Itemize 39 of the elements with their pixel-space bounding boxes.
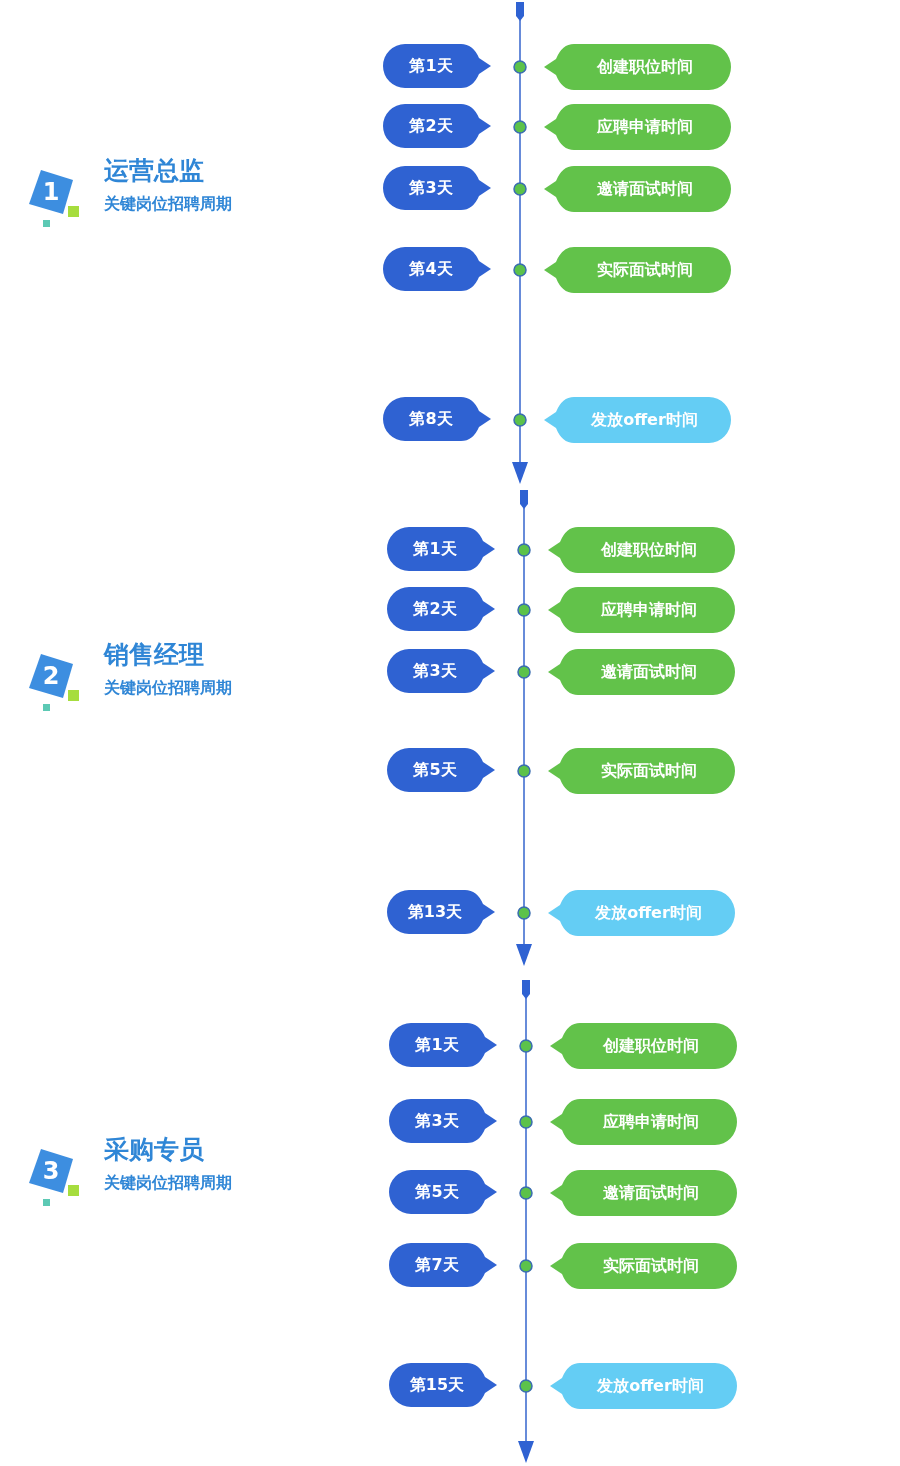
day-callout: 第1天	[383, 44, 491, 88]
day-callout: 第5天	[387, 748, 495, 792]
number-diamond: 1	[29, 170, 73, 214]
day-callout: 第1天	[387, 527, 495, 571]
day-callout: 第3天	[387, 649, 495, 693]
event-callout: 实际面试时间	[544, 247, 731, 293]
day-callout: 第8天	[383, 397, 491, 441]
event-callout: 应聘申请时间	[544, 104, 731, 150]
day-callout: 第7天	[389, 1243, 497, 1287]
section-title: 采购专员	[104, 1134, 204, 1166]
event-callout: 应聘申请时间	[550, 1099, 737, 1145]
event-callout: 实际面试时间	[550, 1243, 737, 1289]
day-callout: 第15天	[389, 1363, 497, 1407]
section-title: 运营总监	[104, 155, 204, 187]
number-diamond: 2	[29, 654, 73, 698]
day-callout: 第13天	[387, 890, 495, 934]
event-callout: 邀请面试时间	[550, 1170, 737, 1216]
section-subtitle: 关键岗位招聘周期	[104, 194, 232, 215]
day-callout: 第5天	[389, 1170, 497, 1214]
event-callout: 创建职位时间	[548, 527, 735, 573]
section-subtitle: 关键岗位招聘周期	[104, 678, 232, 699]
offer-callout: 发放offer时间	[548, 890, 735, 936]
day-callout: 第2天	[387, 587, 495, 631]
section-title: 销售经理	[104, 639, 204, 671]
day-callout: 第3天	[389, 1099, 497, 1143]
event-callout: 创建职位时间	[544, 44, 731, 90]
day-callout: 第3天	[383, 166, 491, 210]
day-callout: 第2天	[383, 104, 491, 148]
event-callout: 创建职位时间	[550, 1023, 737, 1069]
day-callout: 第1天	[389, 1023, 497, 1067]
event-callout: 邀请面试时间	[548, 649, 735, 695]
offer-callout: 发放offer时间	[544, 397, 731, 443]
number-diamond: 3	[29, 1149, 73, 1193]
offer-callout: 发放offer时间	[550, 1363, 737, 1409]
event-callout: 实际面试时间	[548, 748, 735, 794]
event-callout: 邀请面试时间	[544, 166, 731, 212]
day-callout: 第4天	[383, 247, 491, 291]
event-callout: 应聘申请时间	[548, 587, 735, 633]
section-subtitle: 关键岗位招聘周期	[104, 1173, 232, 1194]
